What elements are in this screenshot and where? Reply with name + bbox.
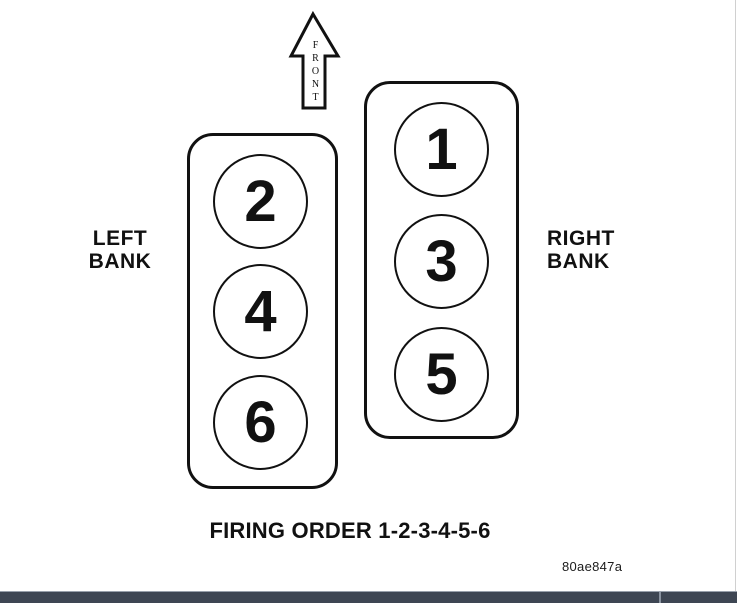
cylinder-2: 2: [213, 154, 308, 249]
right-bank-label-line1: RIGHT: [547, 227, 615, 250]
bottom-bar-divider: [659, 592, 661, 603]
bottom-status-bar: [0, 591, 737, 603]
cylinder-5: 5: [394, 327, 489, 422]
figure-code: 80ae847a: [562, 559, 623, 574]
right-bank-label-line2: BANK: [547, 250, 610, 273]
left-bank-label-line1: LEFT: [92, 227, 148, 250]
left-bank-label: LEFT BANK: [60, 227, 180, 273]
front-direction-arrow-icon: [288, 10, 341, 110]
cylinder-4: 4: [213, 264, 308, 359]
firing-order-caption: FIRING ORDER 1-2-3-4-5-6: [209, 518, 491, 543]
front-arrow-label: FRONT: [310, 40, 321, 105]
right-bank-label: RIGHT BANK: [547, 227, 667, 273]
cylinder-3: 3: [394, 214, 489, 309]
right-edge-border: [735, 0, 736, 592]
cylinder-6: 6: [213, 375, 308, 470]
left-bank-label-line2: BANK: [88, 250, 152, 273]
cylinder-1: 1: [394, 102, 489, 197]
